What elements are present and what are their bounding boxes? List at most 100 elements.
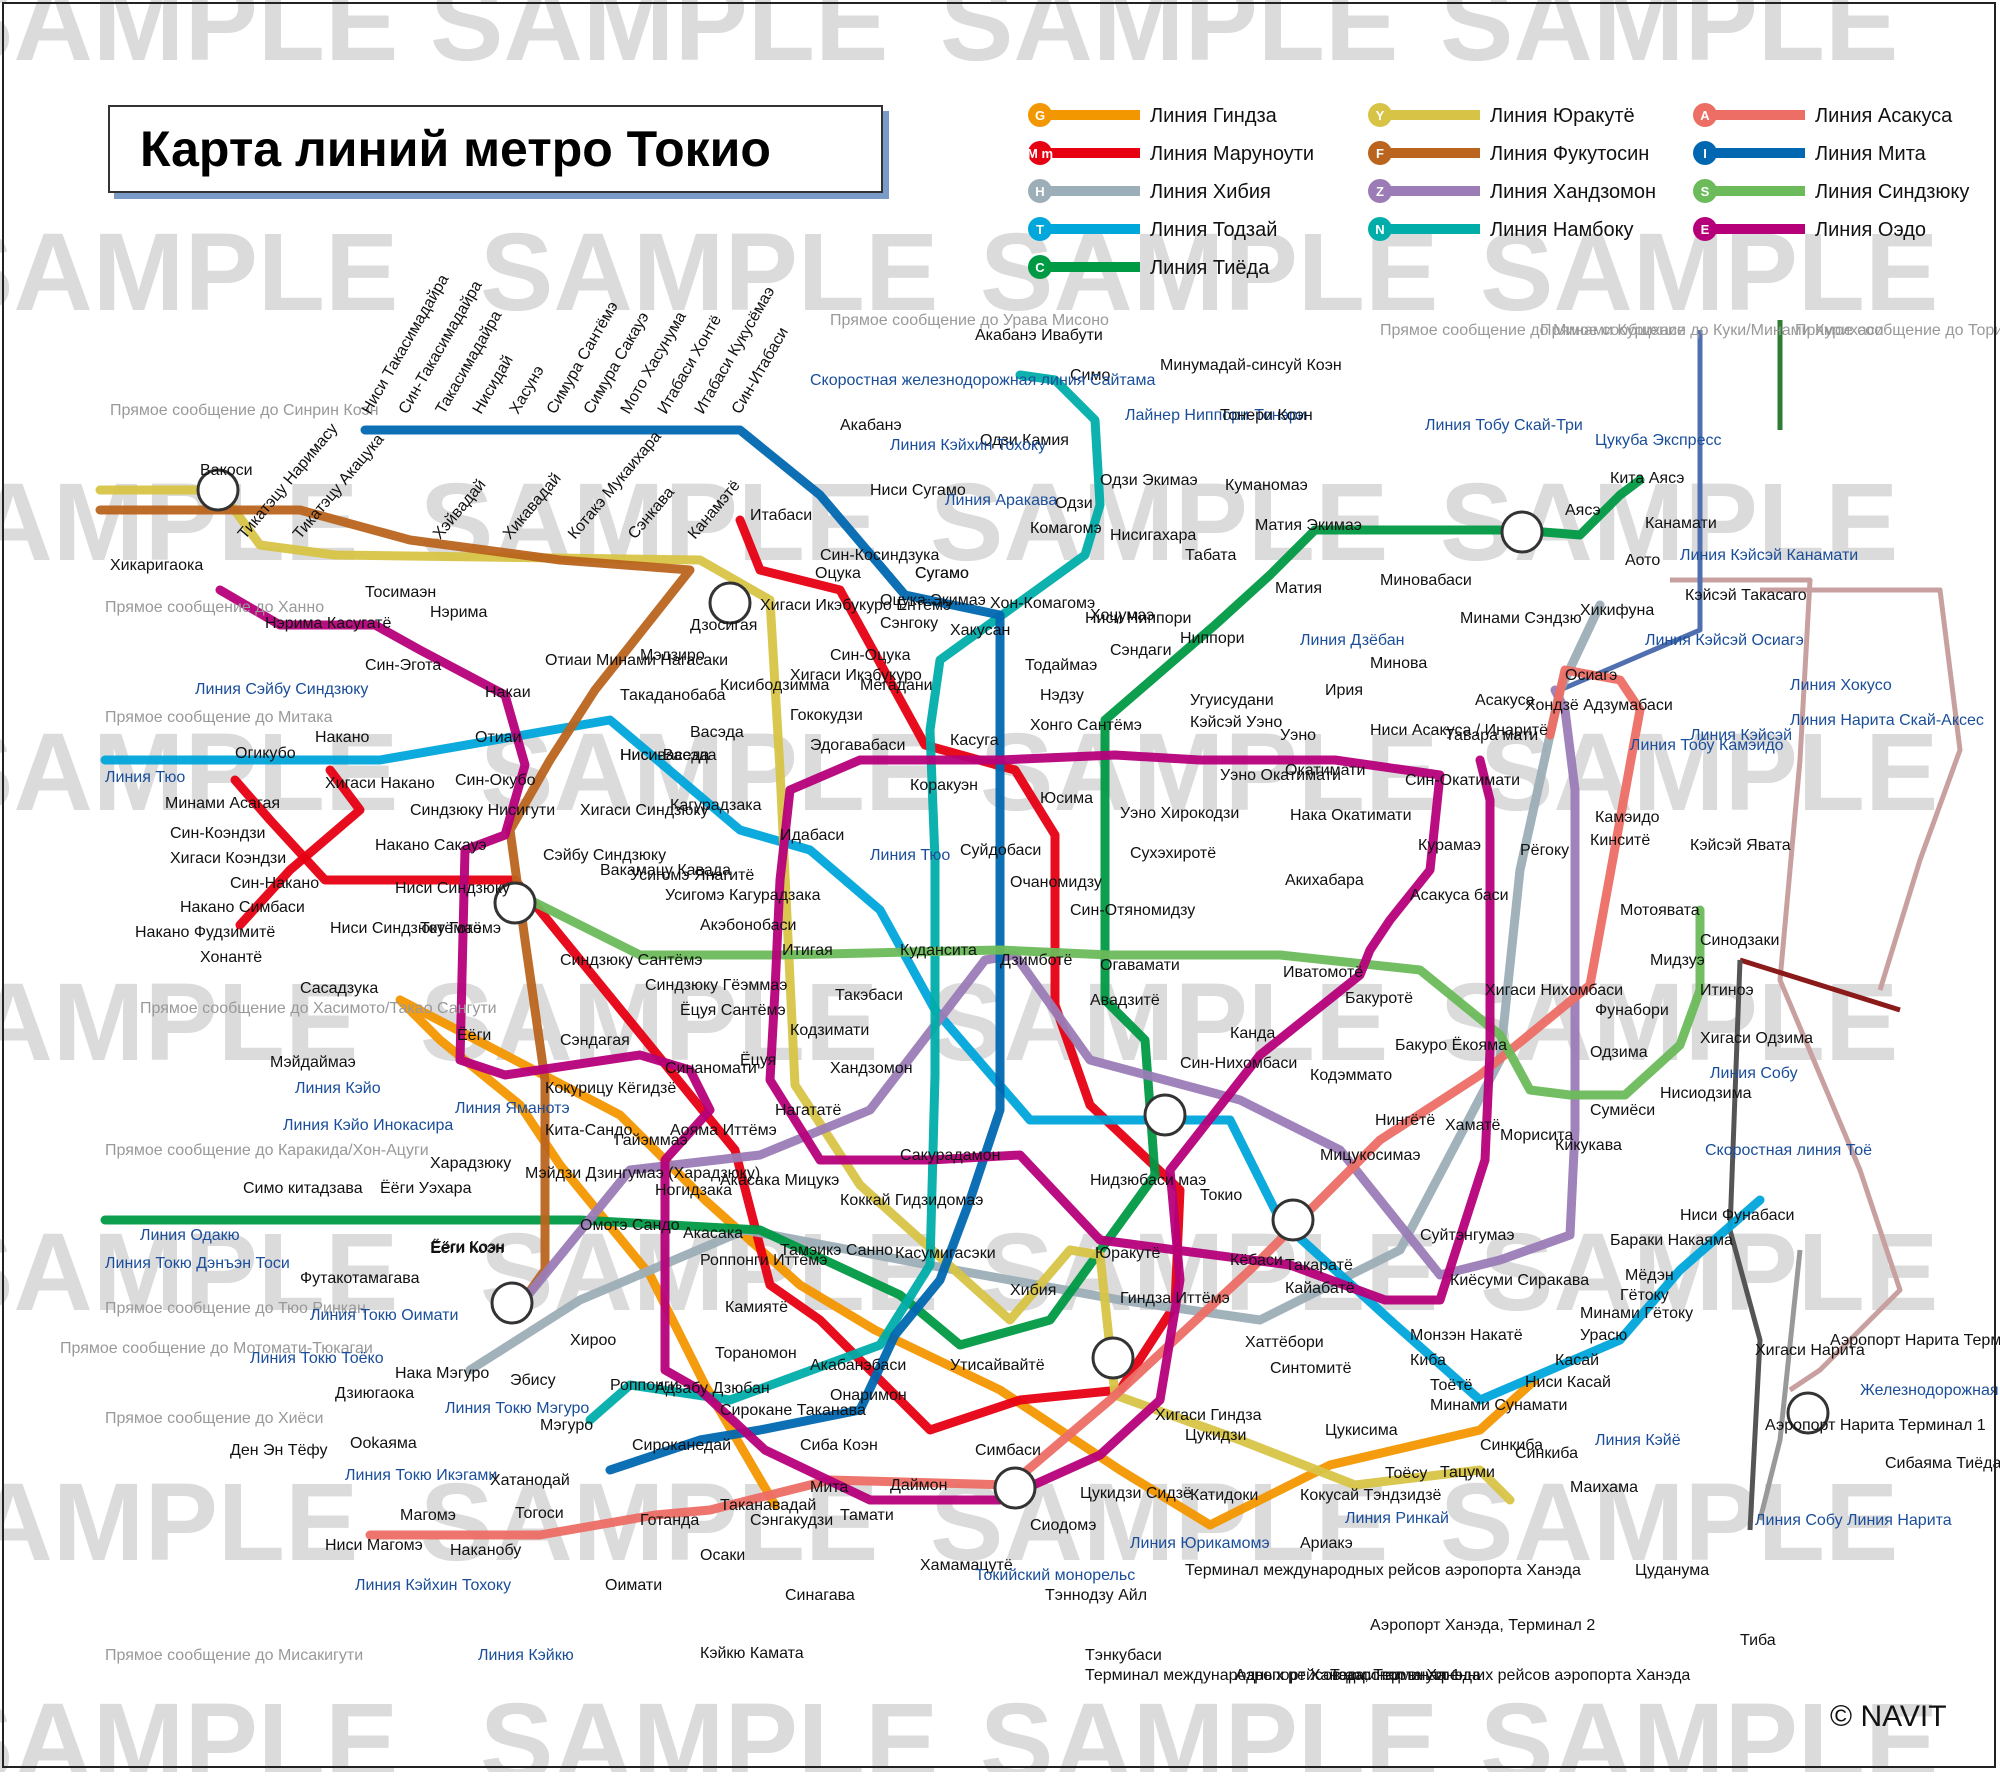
- line-fukutoshin: [95, 505, 695, 1310]
- station-marker[interactable]: [993, 1466, 1037, 1510]
- station-label: Скоростная линия Тоё: [1705, 1142, 1872, 1159]
- station-label: Линия Собу Линия Нарита: [1755, 1512, 1952, 1529]
- station-marker[interactable]: [196, 468, 240, 512]
- watermark-text: SAMPLE: [1480, 1681, 1938, 1772]
- station-label: Хандзомон: [830, 1060, 913, 1077]
- watermark-text: SAMPLE: [1440, 0, 1898, 84]
- station-label: Нисиодзима: [1660, 1085, 1752, 1102]
- station-label: Аояма Иттёмэ: [670, 1122, 777, 1139]
- station-label: Гококудзи: [790, 707, 863, 724]
- line-shinjuku: [515, 890, 1705, 1100]
- watermark-text: SAMPLE: [0, 1211, 398, 1334]
- station-label: Линия Собу: [1710, 1065, 1798, 1082]
- line-badge-icon: [1368, 103, 1392, 127]
- station-label: Линия Яманотэ: [455, 1100, 570, 1117]
- station-label: Токио: [1200, 1187, 1242, 1204]
- station-marker[interactable]: [1091, 1336, 1135, 1380]
- station-label: Одзима: [1590, 1044, 1648, 1061]
- station-label: Линия Хокусо: [1790, 677, 1892, 694]
- station-label: Линия Токю Оимати: [310, 1307, 458, 1324]
- station-marker[interactable]: [1500, 510, 1544, 554]
- watermark-text: SAMPLE: [0, 461, 358, 584]
- legend-label: Линия Фукутосин: [1490, 143, 1649, 165]
- station-label: Кисибодзимма: [720, 677, 830, 694]
- station-label: Синодзаки: [1700, 932, 1779, 949]
- station-label: Касуга: [950, 732, 999, 749]
- station-marker[interactable]: [1143, 1093, 1187, 1137]
- line-badge-icon: [1693, 179, 1717, 203]
- station-label: Тамэикэ Санно: [780, 1242, 893, 1259]
- station-label: Нэдзу: [1040, 687, 1084, 704]
- regional-line: [1670, 577, 1903, 1393]
- station-marker[interactable]: [490, 1281, 534, 1325]
- station-label: Прямое сообщение до Хасимото/Такао Сангу…: [140, 1000, 497, 1017]
- station-label: Ёёги Коэн: [431, 1238, 505, 1256]
- station-label: Окатимати: [1285, 762, 1365, 779]
- station-label: Прямое сообщение до Куки/Минами Курихаси: [1540, 322, 1884, 339]
- station-label: Линия Юрикамомэ: [1130, 1535, 1270, 1552]
- station-label: Кокурицу Кёгидзё: [545, 1080, 676, 1097]
- station-label: Харадзюку: [430, 1155, 511, 1172]
- station-label: Ниси Фунабаси: [1680, 1207, 1794, 1224]
- station-label: Кэйсэй Явата: [1690, 837, 1791, 854]
- station-marker[interactable]: [1786, 1391, 1830, 1435]
- station-label: Роппонги: [610, 1377, 679, 1394]
- station-label: Линия Кэйсэй Осиагэ: [1645, 632, 1804, 649]
- station-label: Дзосигая: [690, 617, 757, 634]
- station-label: Минами Асагая: [165, 795, 280, 812]
- station-label: Отиаи: [475, 729, 522, 746]
- station-label: Вакоси: [200, 462, 253, 479]
- station-label: Ниси-Васэда: [620, 747, 717, 764]
- legend-label: Линия Юракутё: [1490, 105, 1635, 127]
- regional-lines-layer: [1559, 320, 1963, 1531]
- station-label: Тораномон: [715, 1345, 797, 1362]
- station-label: Аэропорт Ханэда, Терминал 2: [1370, 1617, 1595, 1634]
- station-label: Дзимботё: [1000, 952, 1073, 969]
- station-label: Вакамацу Кавада: [600, 862, 731, 879]
- station-label: Курамаэ: [1418, 837, 1481, 854]
- legend-label: Линия Асакуса: [1815, 105, 1953, 127]
- station-label: Прямое сообщение до Каракида/Хон-Ацуги: [105, 1142, 429, 1159]
- station-label: Линия Кэйсэй: [1690, 727, 1792, 744]
- legend-code: A: [1700, 108, 1710, 123]
- legend-label: Линия Тиёда: [1150, 257, 1270, 279]
- station-label: Хибия: [1010, 1282, 1056, 1299]
- station-label: Тосимаэн: [365, 584, 436, 601]
- station-label: Акабанэбаси: [810, 1357, 906, 1374]
- station-label: Акабанэ Ивабути: [975, 327, 1103, 344]
- station-label: Усигомэ Кагурадзака: [665, 887, 821, 904]
- station-label: Минами Гётоку: [1580, 1305, 1693, 1322]
- station-label: Син-Накано: [230, 875, 319, 892]
- station-marker[interactable]: [708, 581, 752, 625]
- legend-code: T: [1036, 222, 1044, 237]
- station-label: Линия Кэйо: [295, 1080, 381, 1097]
- regional-line: [1739, 957, 1901, 1013]
- station-label: Накано Симбаси: [180, 899, 305, 916]
- station-label: Син-Оцука: [830, 647, 911, 664]
- station-label: Син-Отяномидзу: [1070, 902, 1195, 919]
- station-label: Нисигахара: [1110, 527, 1196, 544]
- station-label: Урасю: [1580, 1327, 1627, 1344]
- station-label: Тонери Коэн: [1220, 407, 1313, 424]
- station-label: Линия Тюо: [105, 769, 185, 786]
- station-label: Ниси Синдзюку Готёмэ: [330, 920, 501, 937]
- station-label: Мидзуэ: [1650, 952, 1705, 969]
- station-label: Мэгуро: [540, 1417, 593, 1434]
- station-label: Акабанэ: [840, 417, 902, 434]
- station-label: Син-Эгота: [365, 657, 441, 674]
- watermark-text: SAMPLE: [420, 961, 878, 1084]
- station-marker[interactable]: [1271, 1198, 1315, 1242]
- station-label: Асакуса баси: [1410, 887, 1509, 904]
- station-label: Касумигасэки: [895, 1245, 996, 1262]
- line-badge-icon: [1693, 141, 1717, 165]
- station-label: Синкиба: [1480, 1437, 1543, 1454]
- station-label: Гётоку: [1620, 1287, 1669, 1304]
- station-label: Сугамо: [915, 565, 969, 582]
- station-label: Синдзюку Гёэммаэ: [645, 977, 787, 994]
- station-marker[interactable]: [493, 881, 537, 925]
- station-label: Акэбонобаси: [700, 917, 796, 934]
- legend-label: Линия Маруноути: [1150, 143, 1314, 165]
- station-label: Мицукосимаэ: [1320, 1147, 1421, 1164]
